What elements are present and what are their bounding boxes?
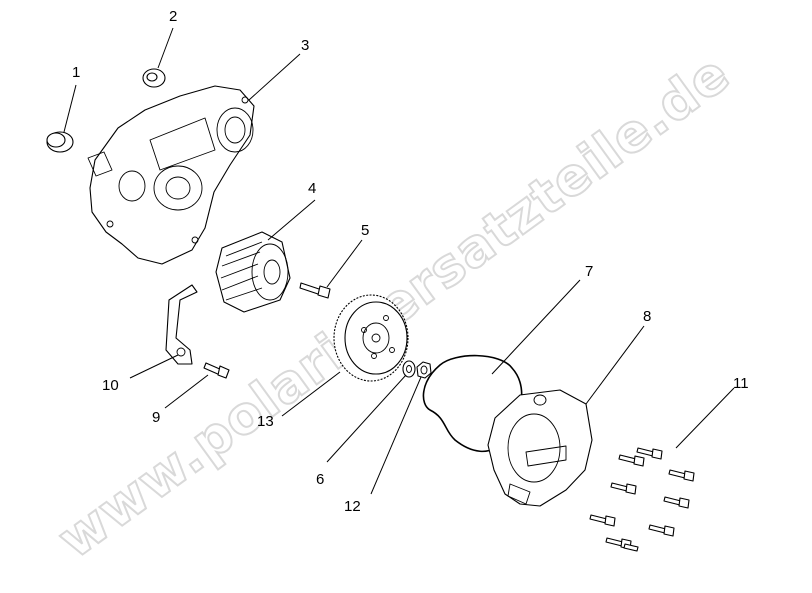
callout-5: 5 bbox=[361, 222, 369, 239]
bolt[interactable] bbox=[618, 454, 645, 467]
callout-4: 4 bbox=[308, 180, 316, 197]
nut-part-12[interactable] bbox=[416, 361, 432, 379]
bolt-part-5[interactable] bbox=[299, 282, 331, 299]
bolt[interactable] bbox=[623, 543, 639, 552]
bolt[interactable] bbox=[663, 496, 690, 509]
bolt[interactable] bbox=[610, 482, 637, 495]
washer-part-6[interactable] bbox=[402, 360, 416, 378]
callout-10: 10 bbox=[102, 377, 119, 394]
callout-13: 13 bbox=[257, 413, 274, 430]
bolt-set-part-11[interactable] bbox=[589, 447, 695, 552]
callout-6: 6 bbox=[316, 471, 324, 488]
bolt[interactable] bbox=[668, 469, 695, 482]
bolt[interactable] bbox=[636, 447, 663, 460]
bracket-part-10[interactable] bbox=[165, 284, 198, 365]
cover-part-8[interactable] bbox=[487, 389, 593, 507]
callout-12: 12 bbox=[344, 498, 361, 515]
callout-labels: 1 2 3 4 5 6 7 8 9 10 11 12 13 bbox=[72, 8, 749, 515]
bolt[interactable] bbox=[589, 514, 616, 527]
crankcase-part-3[interactable] bbox=[87, 85, 255, 265]
callout-7: 7 bbox=[585, 263, 593, 280]
callout-8: 8 bbox=[643, 308, 651, 325]
flywheel-part-13[interactable] bbox=[333, 294, 409, 382]
callout-1: 1 bbox=[72, 64, 80, 81]
callout-3: 3 bbox=[301, 37, 309, 54]
callout-2: 2 bbox=[169, 8, 177, 25]
seal-part-1[interactable] bbox=[46, 131, 74, 153]
callout-11: 11 bbox=[733, 375, 749, 392]
bolt-part-9[interactable] bbox=[203, 362, 230, 379]
bearing-part-2[interactable] bbox=[142, 68, 166, 88]
stator-part-4[interactable] bbox=[215, 231, 291, 313]
callout-9: 9 bbox=[152, 409, 160, 426]
leader-lines bbox=[63, 27, 735, 495]
bolt[interactable] bbox=[648, 524, 675, 537]
